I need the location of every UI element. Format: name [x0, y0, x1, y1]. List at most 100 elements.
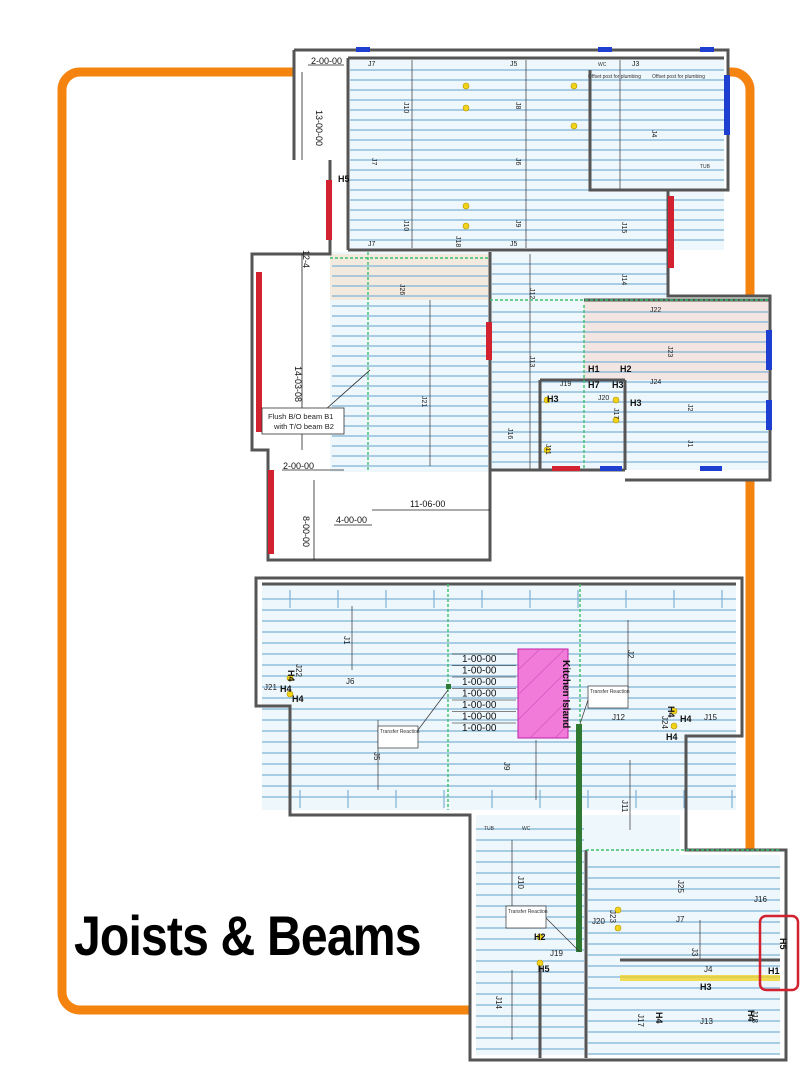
note-wc-lower: WC — [522, 826, 531, 832]
transfer-reaction-label: Transfer Reaction — [380, 729, 420, 735]
lower-joist-label: J16 — [754, 895, 767, 904]
upper-hanger-label: H2 — [620, 364, 632, 374]
transfer-reaction-box — [505, 905, 547, 929]
island-dimension: 1-00-00 — [462, 654, 497, 665]
upper-joist-label: J19 — [560, 381, 571, 388]
upper-hanger-label: H3 — [612, 380, 624, 390]
lower-joist-label: J21 — [264, 683, 277, 692]
upper-joist-label: J6 — [514, 158, 521, 166]
upper-joist-label: J5 — [510, 241, 518, 248]
note-tub-lower: TUB — [484, 826, 495, 832]
lower-hanger-label: H5 — [538, 964, 550, 974]
lower-joist-label: J13 — [700, 1017, 713, 1026]
lower-hanger-label: H4 — [280, 684, 292, 694]
dim-11-06-00: 11-06-00 — [410, 499, 445, 509]
transfer-reaction-box — [587, 685, 629, 709]
upper-joist-lines — [332, 60, 768, 470]
upper-joist-label: J17 — [612, 408, 619, 419]
lower-hanger-label: H4 — [746, 1010, 756, 1022]
dim-12-4: 12-4 — [301, 250, 311, 268]
kitchen-island-label: Kitchen Island — [560, 660, 571, 728]
upper-joist-label: J8 — [514, 102, 521, 110]
upper-joist-label: J26 — [398, 284, 405, 295]
lower-joist-label: J24 — [660, 716, 669, 729]
transfer-reaction-label: Transfer Reaction — [508, 909, 548, 915]
lower-joist-label: J22 — [294, 664, 303, 677]
upper-joist-label: J7 — [368, 61, 376, 68]
upper-joist-label: J24 — [650, 379, 661, 386]
lower-joist-label: J20 — [592, 917, 605, 926]
upper-joist-label: J21 — [420, 396, 427, 407]
transfer-reaction-box — [377, 725, 419, 749]
lower-joist-label: J11 — [620, 800, 629, 813]
lower-joist-label: J23 — [608, 910, 617, 923]
lower-hanger-label: H2 — [534, 932, 546, 942]
lower-joist-label: J10 — [516, 876, 525, 889]
upper-hanger-label: H7 — [588, 380, 600, 390]
upper-joist-label: J2 — [686, 404, 693, 412]
note-offset-1: Offset post for plumbing — [588, 74, 641, 80]
dim-14-03-08: 14-03-08 — [293, 366, 303, 402]
dim-8-00-00: 8-00-00 — [301, 516, 311, 547]
lower-hanger-label: H5 — [778, 938, 788, 950]
note-wc: WC — [598, 62, 607, 68]
note-offset-2: Offset post for plumbing — [652, 74, 705, 80]
callout-line-2: with T/O beam B2 — [273, 422, 334, 431]
upper-joist-label: J3 — [632, 61, 640, 68]
dim-4-00-00: 4-00-00 — [336, 515, 367, 525]
lower-joist-label: J14 — [494, 996, 503, 1009]
upper-hanger-label: H5 — [338, 174, 350, 184]
lower-hanger-label: H4 — [292, 694, 304, 704]
lower-hanger-label: H4 — [654, 1012, 664, 1024]
highlight-box — [758, 914, 800, 992]
upper-hanger-label: H1 — [588, 364, 600, 374]
upper-joist-label: J7 — [370, 158, 377, 166]
lower-joist-label: J1 — [342, 636, 351, 645]
upper-hanger-label: H3 — [630, 398, 642, 408]
upper-joist-label: J15 — [620, 222, 627, 233]
upper-floor-plan: 2-00-00 13-00-00 12-4 14-03-08 2-00-00 8… — [250, 47, 772, 562]
lower-joist-label: J18 — [750, 1010, 759, 1023]
lower-joist-label: J25 — [676, 880, 685, 893]
callout-line-1: Flush B/O beam B1 — [268, 412, 333, 421]
lower-joist-label: J3 — [690, 948, 699, 957]
lower-hanger-label: H4 — [666, 706, 676, 718]
upper-joist-label: J23 — [666, 346, 673, 357]
upper-joist-label: J20 — [598, 395, 609, 402]
upper-joist-label: J1 — [686, 440, 693, 448]
upper-joist-label: J14 — [620, 274, 627, 285]
upper-joist-label: J4 — [650, 130, 657, 138]
headline-title: Joists & Beams — [74, 904, 422, 967]
island-dimension: 1-00-00 — [462, 666, 497, 677]
upper-joist-label: J10 — [402, 102, 409, 113]
kitchen-island — [517, 648, 569, 739]
lower-joist-label: J19 — [550, 949, 563, 958]
lower-hanger-label: H4 — [680, 714, 692, 724]
note-tub: TUB — [700, 164, 711, 170]
upper-joist-label: J18 — [454, 236, 461, 247]
island-dimension: 1-00-00 — [462, 712, 497, 723]
upper-joist-label: J16 — [506, 428, 513, 439]
lower-joist-label: J15 — [704, 713, 717, 722]
island-dimension-stack: 1-00-001-00-001-00-001-00-001-00-001-00-… — [452, 653, 516, 734]
lower-joist-label: J12 — [612, 713, 625, 722]
lower-hanger-label: H4 — [286, 670, 296, 682]
lower-joist-label: J4 — [704, 965, 713, 974]
lower-hanger-label: H1 — [768, 966, 780, 976]
island-dimension: 1-00-00 — [462, 723, 497, 734]
upper-joist-label: J5 — [510, 61, 518, 68]
lower-joist-label: J5 — [372, 752, 381, 761]
dim-2-00-00-top: 2-00-00 — [311, 56, 342, 66]
upper-joist-label: J13 — [528, 356, 535, 367]
transfer-reaction-label: Transfer Reaction — [590, 689, 630, 695]
beam-callout — [261, 407, 345, 435]
lower-hanger-label: H4 — [666, 732, 678, 742]
lower-joist-label: J9 — [502, 762, 511, 771]
lower-hanger-label: H3 — [700, 982, 712, 992]
upper-hanger-label: H3 — [547, 394, 559, 404]
